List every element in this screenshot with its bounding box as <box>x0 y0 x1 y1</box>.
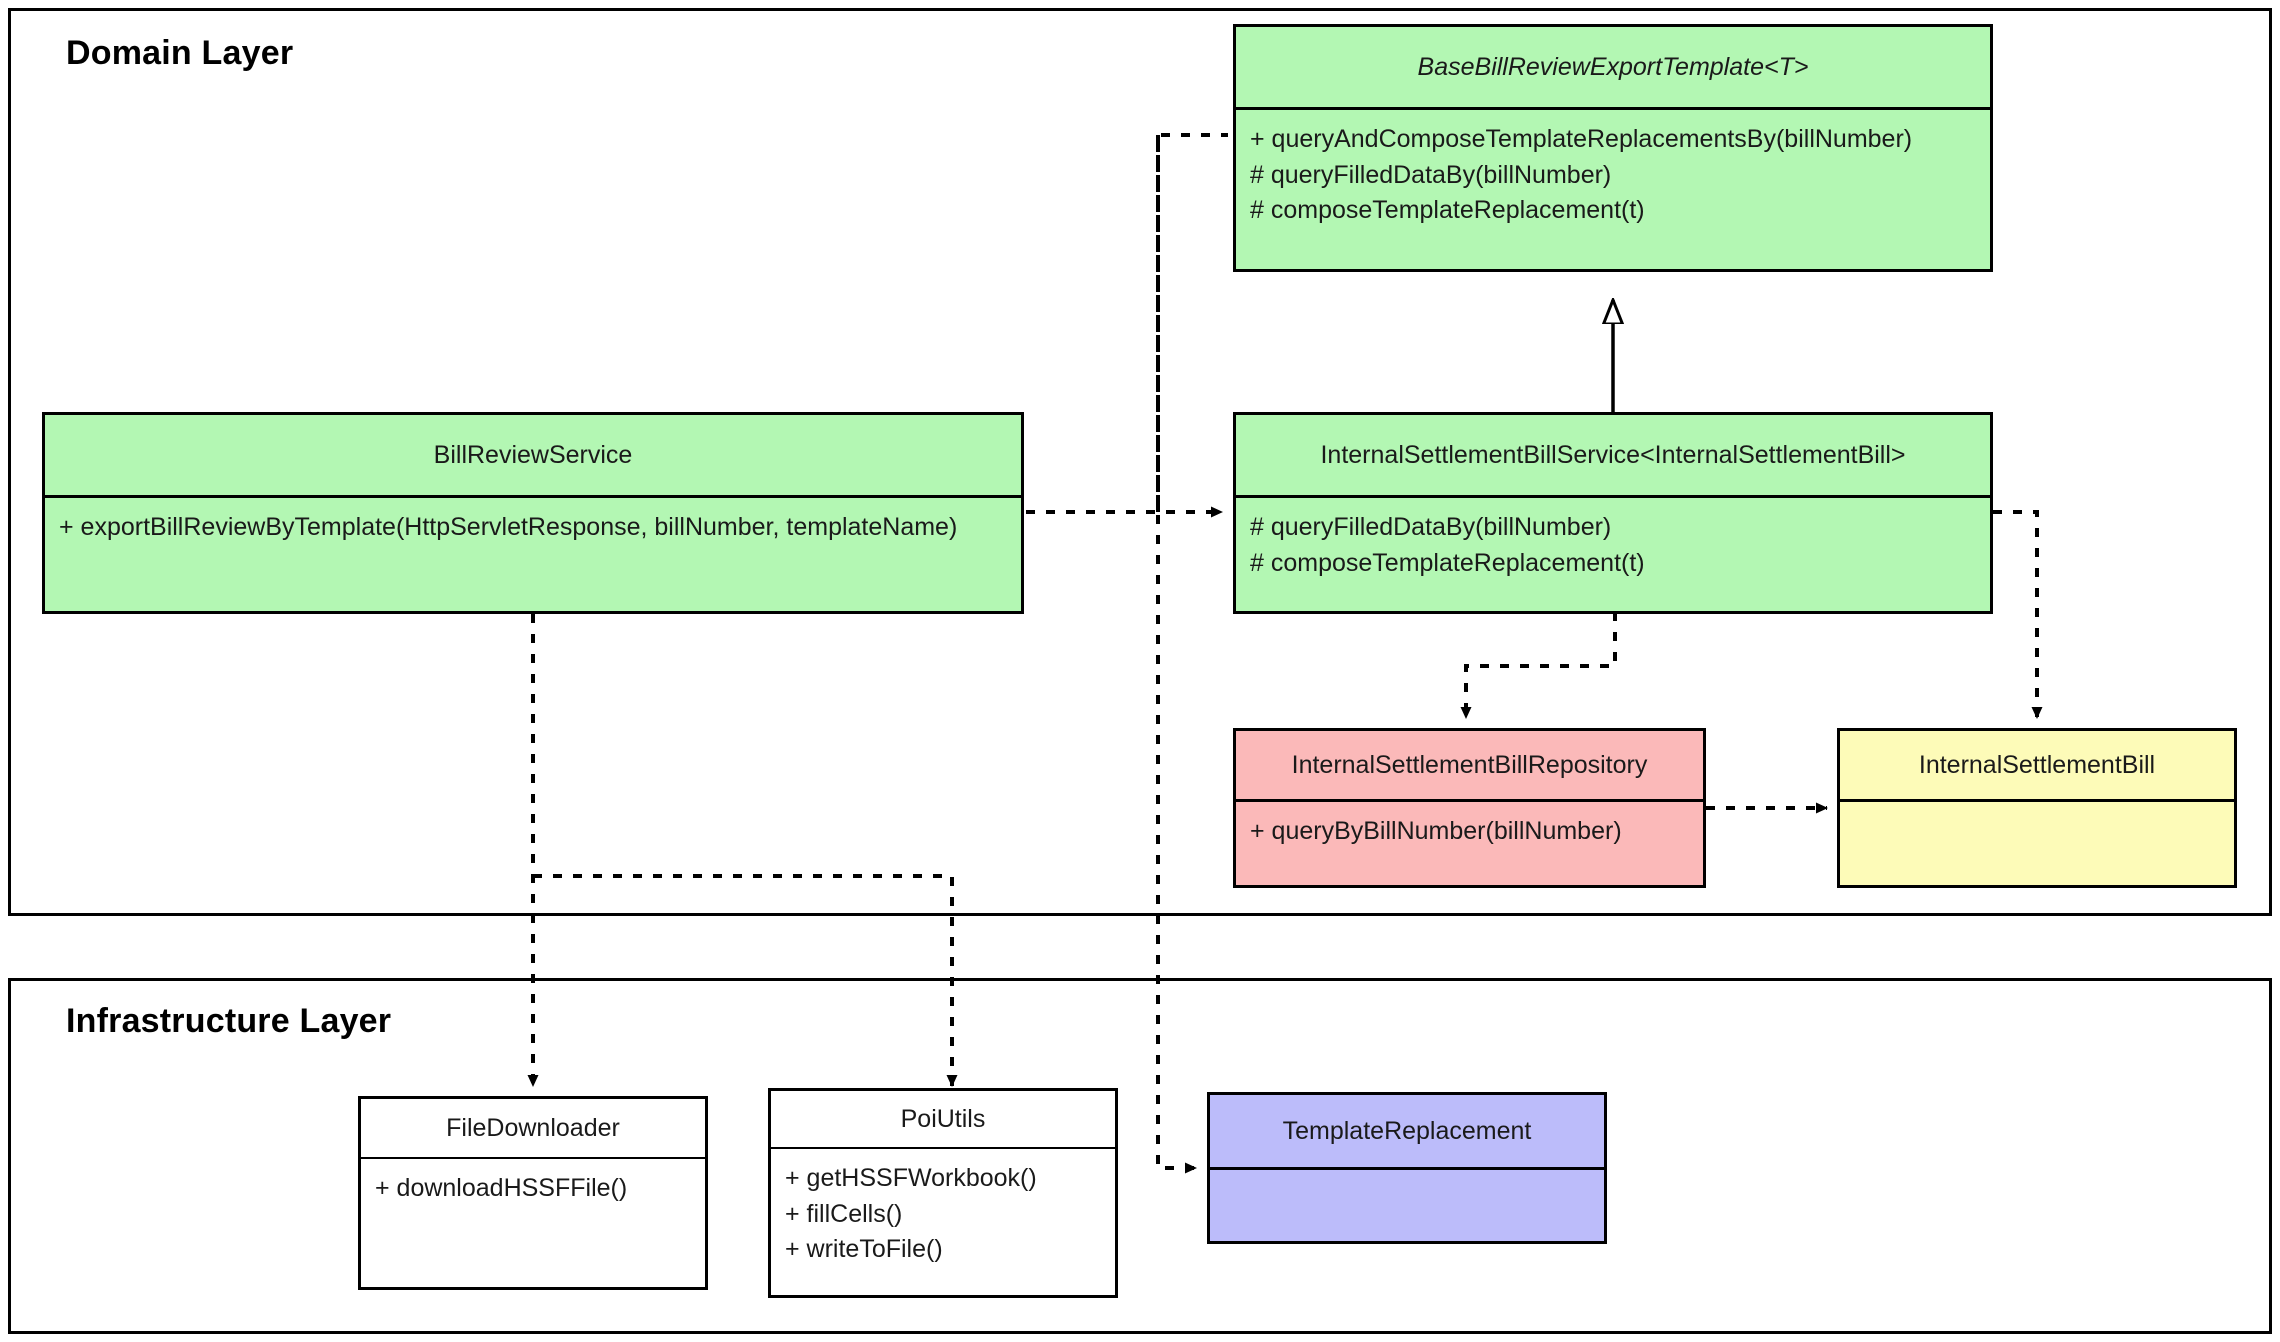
class-member: + queryByBillNumber(billNumber) <box>1250 817 1622 845</box>
class-member: # composeTemplateReplacement(t) <box>1250 548 1645 577</box>
class-divider <box>771 1147 1115 1149</box>
class-members <box>1840 802 2234 885</box>
class-header: FileDownloader <box>361 1099 705 1157</box>
class-header: InternalSettlementBillService<InternalSe… <box>1236 415 1990 495</box>
class-box-internal-settlement-bill[interactable]: InternalSettlementBill <box>1837 728 2237 888</box>
class-header: BillReviewService <box>45 415 1021 495</box>
class-divider <box>361 1157 705 1159</box>
class-member: + queryAndComposeTemplateReplacementsBy(… <box>1250 125 1913 153</box>
class-member: + getHSSFWorkbook() <box>785 1164 1037 1192</box>
class-member: + exportBillReviewByTemplate(HttpServlet… <box>59 513 958 541</box>
class-member: # composeTemplateReplacement(t) <box>1250 196 1645 224</box>
class-member: + downloadHSSFFile() <box>375 1174 628 1202</box>
class-members: + exportBillReviewByTemplate(HttpServlet… <box>45 498 1021 611</box>
class-box-internal-settlement-bill-service[interactable]: InternalSettlementBillService<InternalSe… <box>1233 412 1993 614</box>
class-divider <box>1236 799 1703 802</box>
class-name: TemplateReplacement <box>1282 1116 1532 1145</box>
class-divider <box>1840 799 2234 802</box>
class-header: InternalSettlementBill <box>1840 731 2234 799</box>
class-box-internal-settlement-bill-repository[interactable]: InternalSettlementBillRepository + query… <box>1233 728 1706 888</box>
class-name: BaseBillReviewExportTemplate<T> <box>1417 52 1809 81</box>
class-box-bill-review-service[interactable]: BillReviewService + exportBillReviewByTe… <box>42 412 1024 614</box>
class-box-poi-utils[interactable]: PoiUtils + getHSSFWorkbook() + fillCells… <box>768 1088 1118 1298</box>
class-box-template-replacement[interactable]: TemplateReplacement <box>1207 1092 1607 1244</box>
class-box-base-bill-review-export-template[interactable]: BaseBillReviewExportTemplate<T> + queryA… <box>1233 24 1993 272</box>
class-name: InternalSettlementBillService<InternalSe… <box>1320 440 1906 469</box>
class-member: # queryFilledDataBy(billNumber) <box>1250 513 1612 541</box>
domain-layer-frame <box>8 8 2272 916</box>
class-members <box>1210 1170 1604 1241</box>
infrastructure-layer-frame <box>8 978 2272 1334</box>
class-header: TemplateReplacement <box>1210 1095 1604 1167</box>
class-divider <box>1236 495 1990 498</box>
class-members: # queryFilledDataBy(billNumber) # compos… <box>1236 498 1990 611</box>
class-members: + downloadHSSFFile() <box>361 1159 705 1287</box>
infrastructure-layer-title: Infrastructure Layer <box>66 1002 392 1040</box>
domain-layer-title: Domain Layer <box>66 34 294 72</box>
class-members: + queryByBillNumber(billNumber) <box>1236 802 1703 885</box>
class-divider <box>45 495 1021 498</box>
class-name: InternalSettlementBill <box>1918 750 2156 779</box>
class-name: BillReviewService <box>433 440 633 469</box>
class-header: InternalSettlementBillRepository <box>1236 731 1703 799</box>
class-divider <box>1210 1167 1604 1170</box>
class-name: PoiUtils <box>900 1104 986 1133</box>
class-member: + writeToFile() <box>785 1235 943 1263</box>
class-name: InternalSettlementBillRepository <box>1291 750 1648 779</box>
class-box-file-downloader[interactable]: FileDownloader + downloadHSSFFile() <box>358 1096 708 1290</box>
class-member: + fillCells() <box>785 1199 903 1228</box>
class-members: + queryAndComposeTemplateReplacementsBy(… <box>1236 110 1990 269</box>
class-member: # queryFilledDataBy(billNumber) <box>1250 160 1612 189</box>
class-divider <box>1236 107 1990 110</box>
class-header: BaseBillReviewExportTemplate<T> <box>1236 27 1990 107</box>
class-name: FileDownloader <box>446 1113 620 1142</box>
class-header: PoiUtils <box>771 1091 1115 1147</box>
class-members: + getHSSFWorkbook() + fillCells() + writ… <box>771 1149 1115 1295</box>
